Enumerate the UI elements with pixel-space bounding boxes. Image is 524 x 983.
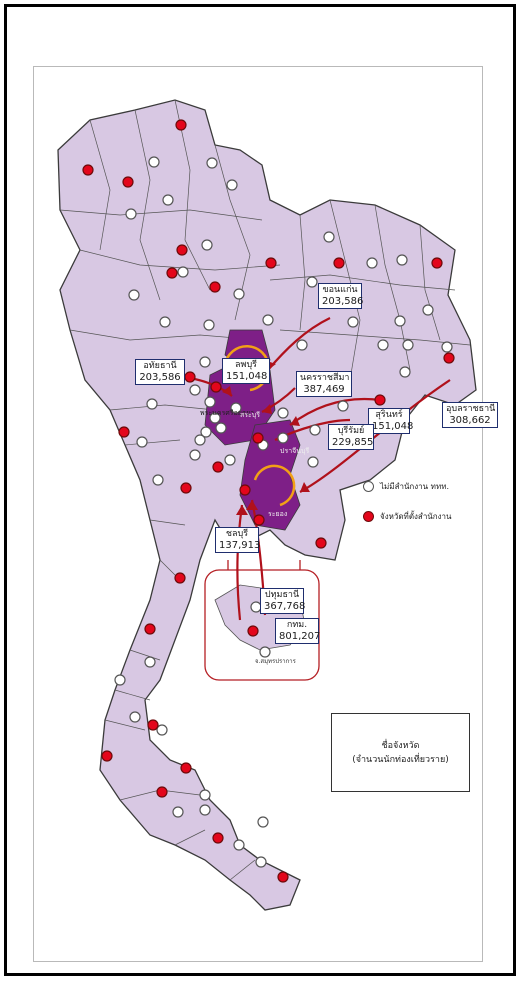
label-bangkok: กทม.801,207 [275,618,320,644]
inset-connector [227,560,301,570]
legend-no-office: ไม่มีสำนักงาน ททท. [363,480,449,493]
map-text-saraburi: สระบุรี [240,411,260,419]
label-buriram: บุรีรัมย์229,855 [328,424,374,450]
label-ubon: อุบลราชธานี308,662 [442,402,498,428]
label-chainat: อทัยธานี203,586 [135,359,185,385]
label-pathumthani: ปทุมธานี367,768 [260,588,305,614]
map-text-prachinburi: ปราจีนบุรี [280,447,310,455]
map-text-samutprakan: จ.สมุทรปราการ [255,658,296,665]
namebox-title: ชื่อจังหวัด [381,740,420,751]
red-dot-icon [363,511,374,522]
label-lopburi: ลพบุรี151,048 [222,358,270,384]
province-name-key: ชื่อจังหวัด (จำนวนนักท่องเที่ยวราย) [331,713,470,792]
label-chonburi: ชลบุรี137,913 [215,527,260,553]
map-text-rayong: ระยอง [268,510,288,518]
orange-arrows [223,344,296,507]
namebox-subtitle: (จำนวนนักท่องเที่ยวราย) [352,754,449,765]
label-surin: สุรินทร์151,048 [368,408,413,434]
no-office-dots [114,156,453,868]
legend-office: จังหวัดที่ตั้งสำนักงาน [363,510,451,523]
office-dots [82,119,455,883]
map-text-ayutthaya: พระนครศรีอยุธยา [200,409,255,417]
white-dot-icon [363,481,374,492]
